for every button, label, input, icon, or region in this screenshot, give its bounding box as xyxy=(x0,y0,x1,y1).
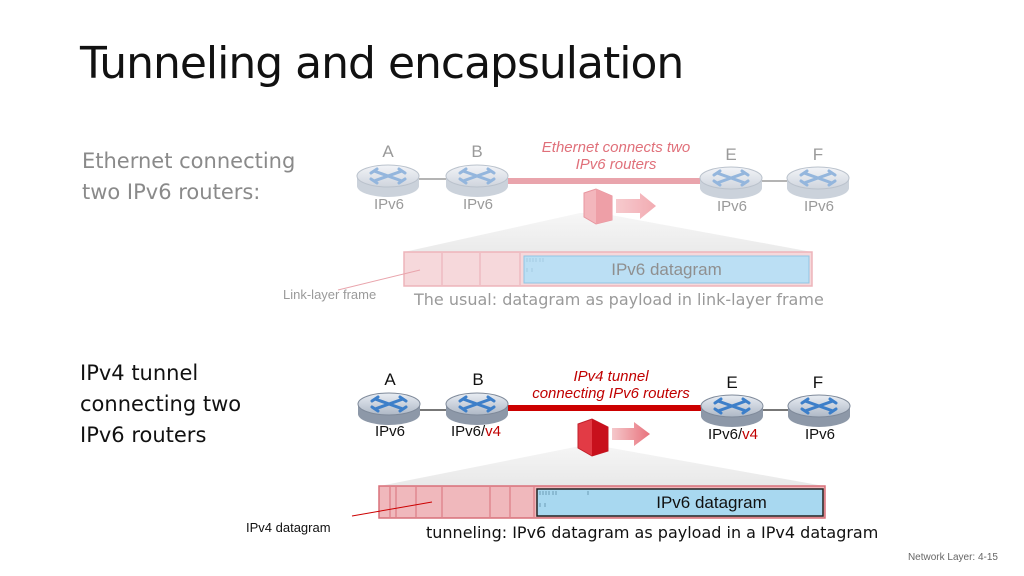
node-ip-f: IPv6 xyxy=(803,198,834,215)
slide-footer: Network Layer: 4-15 xyxy=(907,552,998,563)
node-label-f: F xyxy=(812,373,824,392)
ethernet-section-label: Ethernet connecting two IPv6 routers: xyxy=(82,146,295,208)
tunnel-section-graphics xyxy=(351,392,851,519)
node-ip-suffix: v4 xyxy=(742,426,759,443)
ethernet-link-label: Ethernet connects two IPv6 routers xyxy=(526,139,706,173)
ipv6-datagram-label: IPv6 datagram xyxy=(656,493,767,512)
packet-icon xyxy=(583,188,613,225)
packet-icon xyxy=(577,418,609,457)
node-ip-text: IPv6/ xyxy=(707,426,743,443)
node-ip-a: IPv6 xyxy=(350,423,430,440)
slide-title: Tunneling and encapsulation xyxy=(80,38,684,89)
zoom-wedge xyxy=(380,446,824,486)
tunnel-section-label-line: IPv4 tunnel xyxy=(80,361,199,385)
tunnel-section-label: IPv4 tunnel connecting two IPv6 routers xyxy=(80,358,241,451)
ipv4-datagram-frame xyxy=(378,485,826,519)
router-icon xyxy=(357,392,421,425)
node-label-b: B xyxy=(472,370,484,389)
router-icon xyxy=(445,392,509,425)
zoom-wedge xyxy=(404,213,812,252)
arrow-right-icon xyxy=(612,422,650,446)
tunnel-section-label-line: IPv6 routers xyxy=(80,423,207,447)
node-ip-e: IPv6/v4 xyxy=(693,426,773,443)
node-label-f: F xyxy=(812,145,824,164)
ipv4-tunnel-label-line: connecting IPv6 routers xyxy=(532,385,690,402)
node-ip-text: IPv6 xyxy=(804,426,835,443)
link-layer-frame-label: Link-layer frame xyxy=(283,287,377,302)
link-layer-frame xyxy=(403,251,813,287)
node-ip-e: IPv6 xyxy=(716,198,747,215)
router-icon xyxy=(786,166,850,199)
router-icon xyxy=(445,164,509,197)
node-label-e: E xyxy=(726,373,738,392)
node-label-a: A xyxy=(384,370,396,389)
tunnel-section-label-line: connecting two xyxy=(80,392,242,416)
node-label-a: A xyxy=(382,142,394,161)
router-icon xyxy=(699,166,763,199)
ethernet-caption: The usual: datagram as payload in link-l… xyxy=(414,290,824,309)
node-ip-text: IPv6 xyxy=(374,423,405,440)
ipv6-payload-box xyxy=(536,488,824,517)
node-label-b: B xyxy=(471,142,483,161)
ethernet-link-label-line: IPv6 routers xyxy=(575,156,657,173)
router-icon xyxy=(787,394,851,427)
ethernet-section-graphics xyxy=(337,164,850,291)
node-ip-f: IPv6 xyxy=(780,426,860,443)
ipv4-datagram-label: IPv4 datagram xyxy=(246,520,331,535)
node-ip-suffix: v4 xyxy=(485,423,502,440)
router-icon xyxy=(356,164,420,197)
node-ip-text: IPv6/ xyxy=(450,423,486,440)
node-ip-b: IPv6/v4 xyxy=(436,423,516,440)
ethernet-section-label-line: two IPv6 routers: xyxy=(82,180,261,204)
ipv6-payload-box xyxy=(523,255,810,284)
tunnel-caption: tunneling: IPv6 datagram as payload in a… xyxy=(426,523,879,542)
ipv4-tunnel-label-line: IPv4 tunnel xyxy=(573,368,649,385)
frame-pointer-line xyxy=(337,269,421,291)
ipv6-datagram-label: IPv6 datagram xyxy=(611,260,722,279)
node-ip-b: IPv6 xyxy=(462,196,493,213)
node-label-e: E xyxy=(725,145,737,164)
node-ip-a: IPv6 xyxy=(373,196,404,213)
router-icon xyxy=(700,394,764,427)
ethernet-link-label-line: Ethernet connects two xyxy=(541,139,691,156)
arrow-right-icon xyxy=(616,193,656,219)
frame-pointer-line xyxy=(351,501,433,517)
ethernet-section-label-line: Ethernet connecting xyxy=(82,149,296,173)
ipv4-tunnel-label: IPv4 tunnel connecting IPv6 routers xyxy=(516,368,706,402)
